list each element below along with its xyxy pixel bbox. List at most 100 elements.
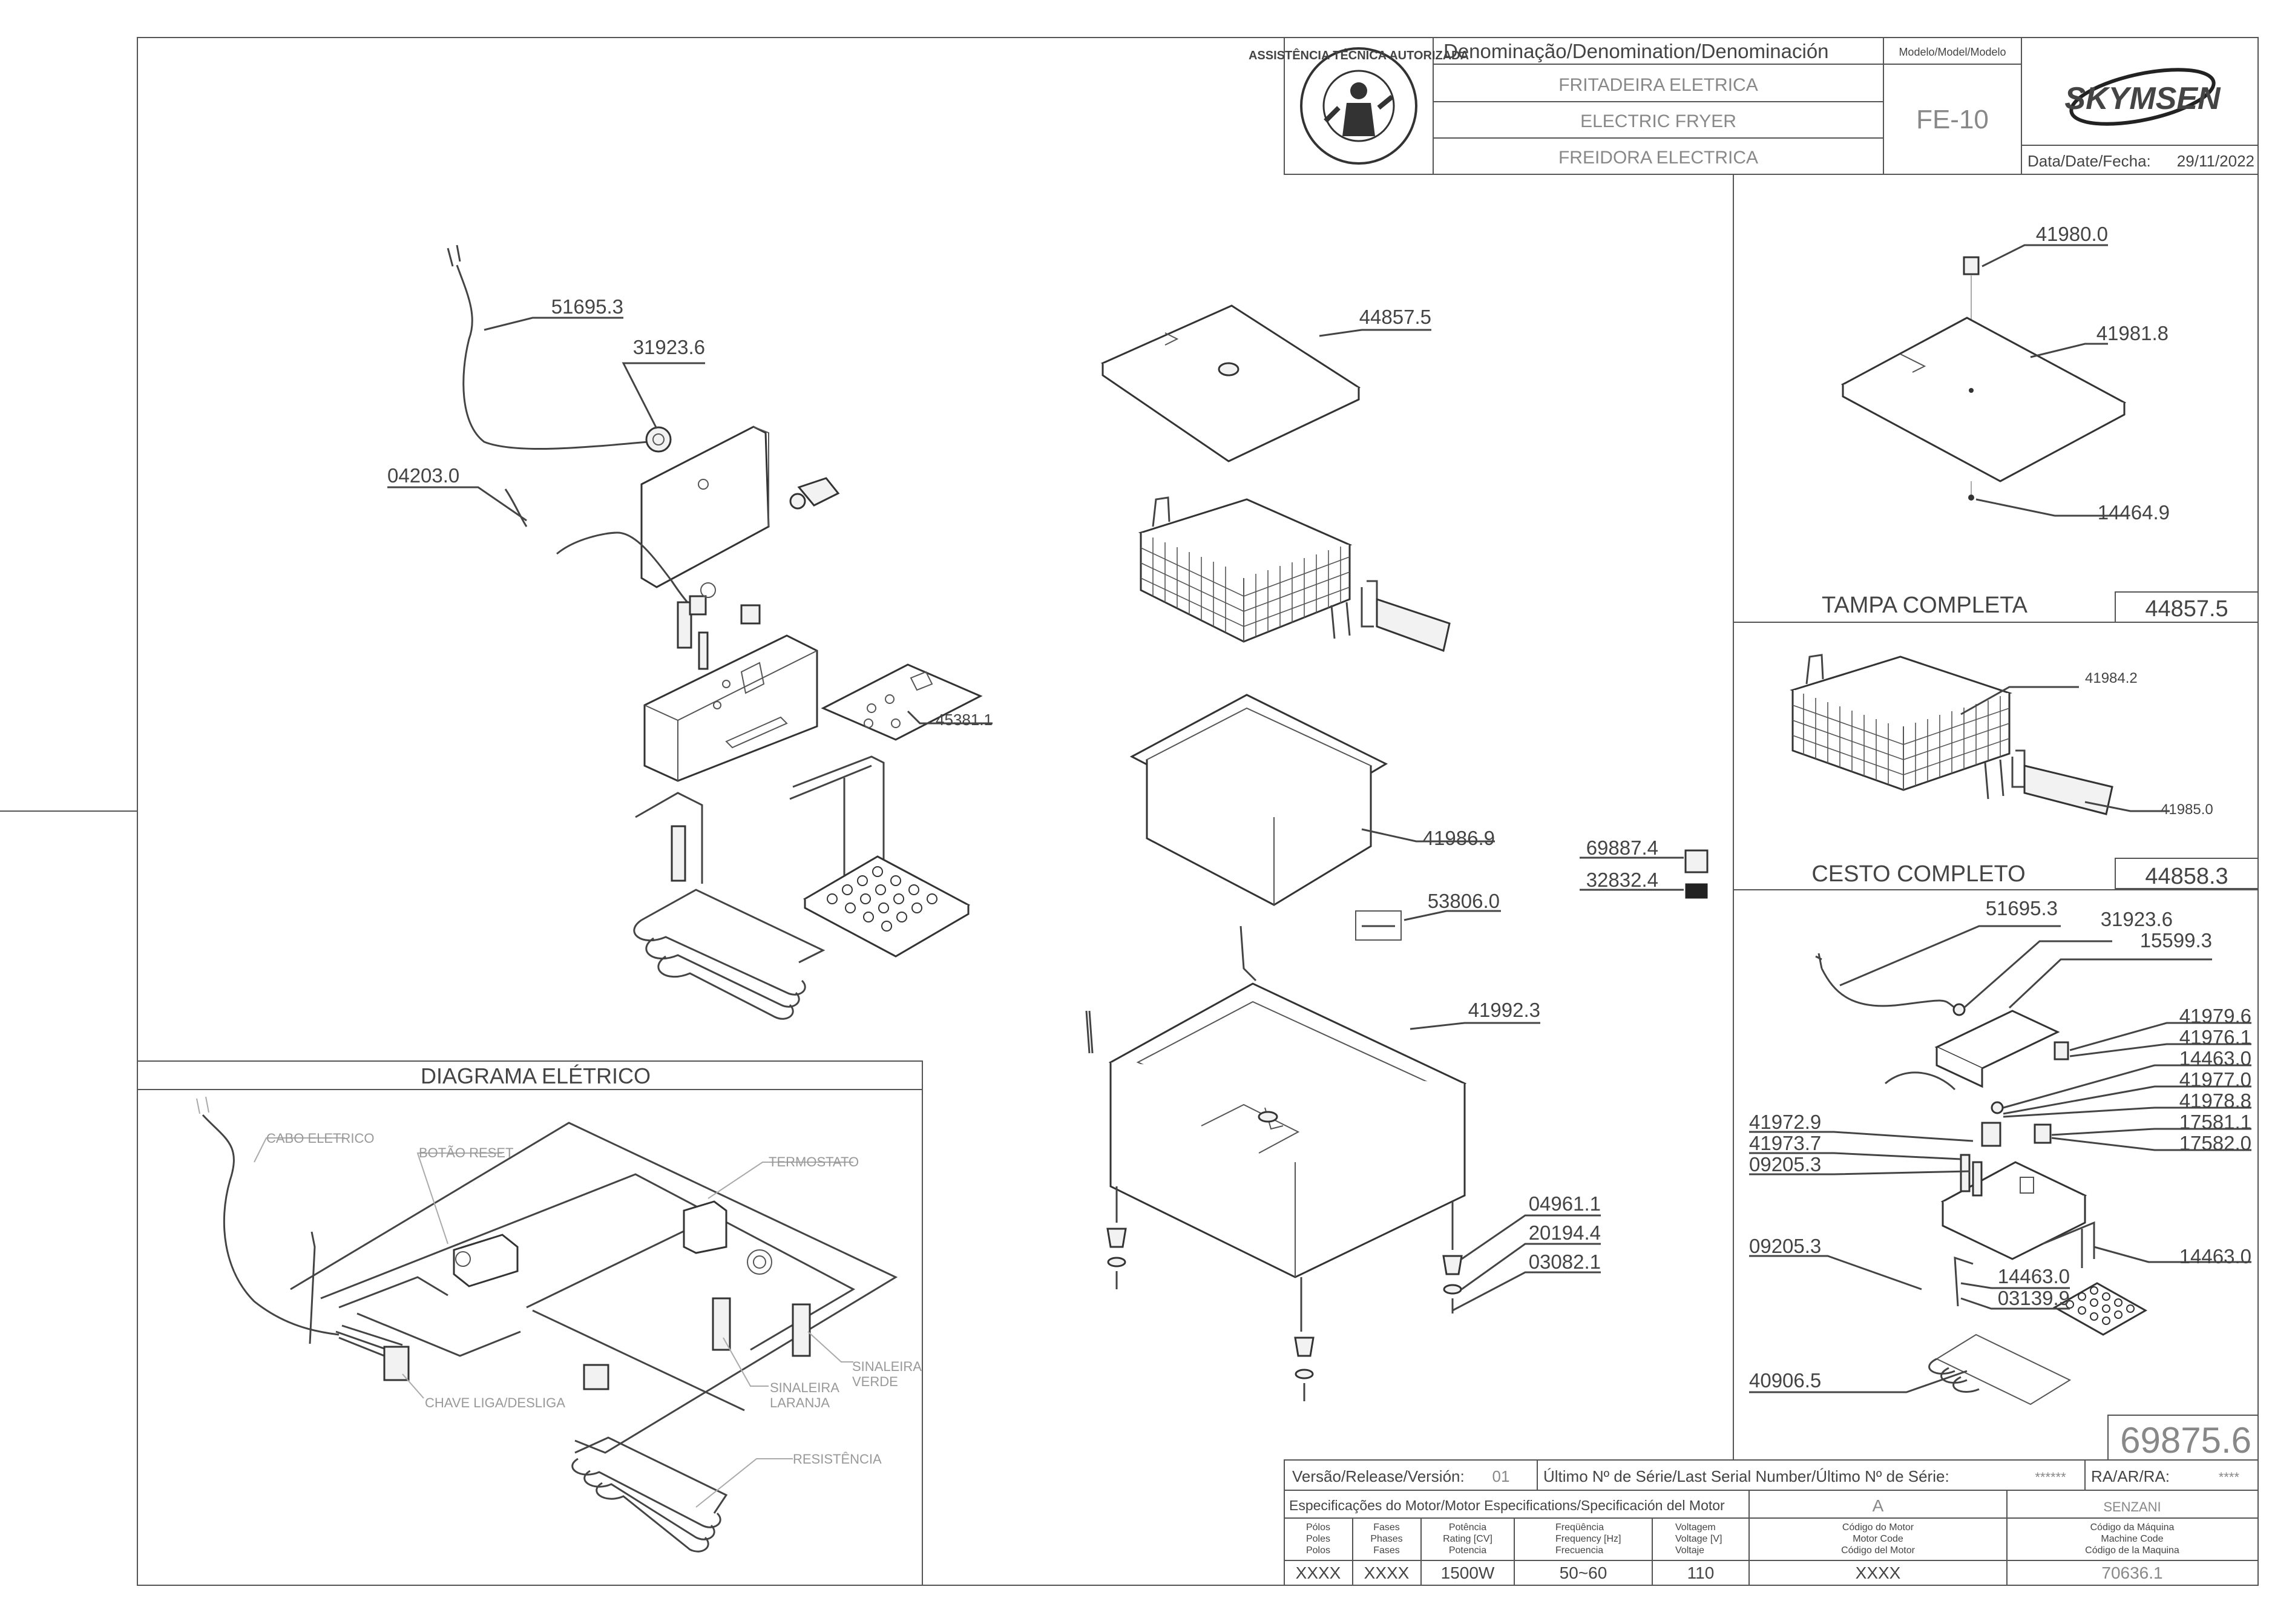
fryer-body-drawing: 44857.5 41986.9 [1085,304,1709,1401]
part-31923-6: 31923.6 [633,336,705,358]
date-label: Data/Date/Fecha: [2027,152,2151,170]
val-poles: XXXX [1296,1563,1341,1582]
elec-part-41973-7: 41973.7 [1749,1132,1821,1154]
label-sinaleira-verde-1: SINALEIRA [852,1359,922,1374]
model-header: Modelo/Model/Modelo [1899,46,2006,58]
elec-part-41977-0: 41977.0 [2179,1068,2251,1091]
part-41984-2: 41984.2 [2085,670,2138,686]
val-power: 1500W [1441,1563,1495,1582]
part-03082-1: 03082.1 [1529,1251,1601,1273]
val-motor-code: XXXX [1856,1563,1901,1582]
denomination-header: Denominação/Denomination/Denominación [1443,40,1829,62]
part-51695-3: 51695.3 [551,295,623,318]
elec-part-09205-3-b: 09205.3 [1749,1235,1821,1257]
elec-part-17581-1: 17581.1 [2179,1111,2251,1133]
elec-part-09205-3-a: 09205.3 [1749,1153,1821,1175]
part-45381-1: 45381.1 [936,711,993,729]
col-power-1: Potência [1449,1522,1486,1533]
basket-panel-code: 44858.3 [2145,864,2228,889]
name-en: ELECTRIC FRYER [1580,111,1736,131]
label-resistencia: RESISTÊNCIA [793,1451,882,1467]
col-phases-3: Fases [1373,1545,1400,1556]
val-voltage: 110 [1687,1563,1715,1582]
electrical-diagram-panel: DIAGRAMA ELÉTRICO [137,1060,923,1586]
elec-part-41979-6: 41979.6 [2179,1005,2251,1027]
label-sinaleira-verde-2: VERDE [852,1374,898,1389]
sheet-code: 69875.6 [2120,1420,2251,1461]
col-phases-2: Phases [1370,1534,1402,1544]
val-phases: XXXX [1364,1563,1410,1582]
label-chave-liga-desliga: CHAVE LIGA/DESLIGA [425,1395,565,1410]
model-value: FE-10 [1916,105,1989,134]
col-voltage-2: Voltage [V] [1675,1534,1722,1544]
version-value: 01 [1492,1467,1510,1485]
brand-name: SKYMSEN [2064,81,2221,116]
elec-part-40906-5: 40906.5 [1749,1369,1821,1392]
col-poles-3: Polos [1306,1545,1330,1556]
label-termostato: TERMOSTATO [769,1154,859,1169]
elec-part-41976-1: 41976.1 [2179,1026,2251,1048]
elec-part-14463-0-c: 14463.0 [1998,1265,2070,1287]
skymsen-logo: SKYMSEN [2064,68,2221,126]
col-power-2: Rating [CV] [1443,1534,1492,1544]
col-voltage-1: Voltagem [1675,1522,1716,1533]
part-53806-0: 53806.0 [1428,890,1500,912]
control-assembly-drawing: 51695.3 31923.6 04203.0 45381.1 [387,245,993,1020]
part-04961-1: 04961.1 [1529,1192,1601,1215]
elec-part-41972-9: 41972.9 [1749,1111,1821,1133]
part-41992-3: 41992.3 [1468,999,1540,1021]
diagram-title: DIAGRAMA ELÉTRICO [421,1063,651,1088]
part-04203-0: 04203.0 [387,464,459,487]
part-20194-4: 20194.4 [1529,1221,1601,1244]
basket-panel-title: CESTO COMPLETO [1811,861,2025,887]
part-41985-0: 41985.0 [2161,801,2213,818]
part-41986-9: 41986.9 [1423,827,1495,849]
machine-code-header: SENZANI [2103,1499,2161,1514]
col-freq-1: Freqüência [1555,1522,1604,1533]
badge-text: ASSISTÊNCIA TÉCNICA AUTORIZADA [1249,48,1469,62]
ra-value: **** [2219,1470,2240,1485]
part-44857-5: 44857.5 [1359,306,1431,328]
footer-table: Versão/Release/Versión: 01 Último Nº de … [1284,1459,2259,1586]
val-machine-code: 70636.1 [2101,1563,2162,1582]
col-freq-3: Frecuencia [1555,1545,1603,1556]
elec-part-14463-0-a: 14463.0 [2179,1047,2251,1070]
motor-code-header: A [1873,1496,1884,1515]
col-motor-code-1: Código do Motor [1842,1522,1914,1533]
ra-label: RA/AR/RA: [2091,1467,2170,1485]
authorized-service-badge-icon: ASSISTÊNCIA TÉCNICA AUTORIZADA [1249,47,1469,165]
elec-part-41978-8: 41978.8 [2179,1090,2251,1112]
col-power-3: Potencia [1449,1545,1486,1556]
col-freq-2: Frequency [Hz] [1555,1534,1621,1544]
part-14464-9: 14464.9 [2098,501,2170,524]
col-machine-code-3: Código de la Maquina [2085,1545,2179,1556]
motor-spec-label: Especificações do Motor/Motor Especifica… [1289,1497,1725,1513]
lid-panel-title: TAMPA COMPLETA [1822,593,2028,618]
electrical-subassembly-panel: 51695.3 31923.6 15599.3 41979.6 41976.1 … [1749,897,2251,1405]
date-value: 29/11/2022 [2177,152,2254,170]
label-sinaleira-laranja-2: LARANJA [770,1395,830,1410]
elec-part-03139-9: 03139.9 [1998,1287,2070,1309]
elec-part-31923-6: 31923.6 [2101,908,2173,930]
part-41980-0: 41980.0 [2036,223,2108,245]
title-block: ASSISTÊNCIA TÉCNICA AUTORIZADA Denominaç… [1249,37,2259,175]
part-41981-8: 41981.8 [2096,322,2169,344]
serial-label: Último Nº de Série/Last Serial Number/Úl… [1543,1467,1949,1485]
elec-part-51695-3: 51695.3 [1986,897,2058,919]
col-poles-2: Poles [1306,1534,1330,1544]
val-freq: 50~60 [1560,1563,1607,1582]
elec-part-14463-0-b: 14463.0 [2179,1245,2251,1267]
col-machine-code-2: Machine Code [2101,1534,2163,1544]
col-motor-code-2: Motor Code [1853,1534,1903,1544]
elec-part-17582-0: 17582.0 [2179,1132,2251,1154]
lid-panel-code: 44857.5 [2145,596,2228,622]
label-sinaleira-laranja-1: SINALEIRA [770,1380,839,1395]
serial-value: ****** [2035,1470,2066,1485]
basket-panel: 41984.2 41985.0 CESTO COMPLETO 44858.3 [1790,654,2259,889]
part-32832-4: 32832.4 [1586,869,1658,891]
col-phases-1: Fases [1373,1522,1400,1533]
col-motor-code-3: Código del Motor [1841,1545,1916,1556]
elec-part-15599-3: 15599.3 [2140,929,2212,952]
part-69887-4: 69887.4 [1586,837,1658,859]
